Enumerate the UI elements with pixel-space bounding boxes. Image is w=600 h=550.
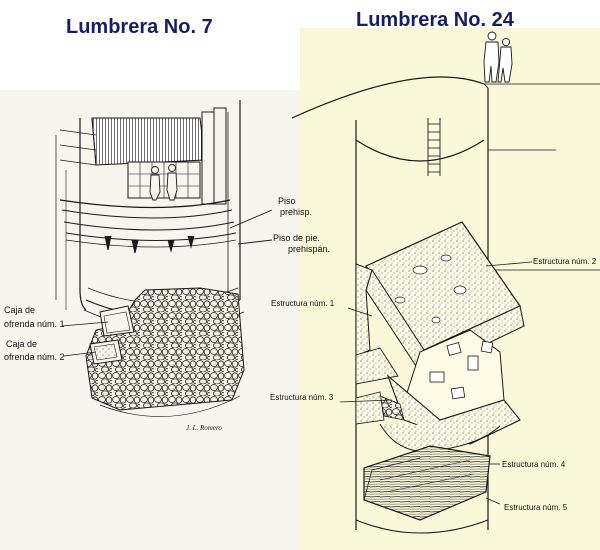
lumbrera-7-title: Lumbrera No. 7 [66, 16, 213, 38]
lumbrera-24-title: Lumbrera No. 24 [356, 9, 514, 31]
piso-2-label-line1: Piso de pie. [273, 233, 320, 243]
workers-figures [149, 164, 178, 201]
estructura-4-label: Estructura núm. 4 [502, 460, 566, 469]
people-figures [483, 31, 513, 83]
caja-1-label-line2: ofrenda núm. 1 [4, 319, 65, 329]
caja-2-label-line2: ofrenda núm. 2 [4, 352, 65, 362]
estructura-2-label: Estructura núm. 2 [533, 257, 597, 266]
estructura-5-label: Estructura núm. 5 [504, 503, 568, 512]
lumbrera-7-drawing [55, 100, 273, 417]
piso-2-label-line2: prehispán. [288, 244, 330, 254]
caja-1-label-line1: Caja de [4, 305, 35, 315]
estructura-1-label: Estructura núm. 1 [271, 299, 335, 308]
artist-signature: J. L. Romero [186, 424, 222, 432]
piso-1-label-line1: Piso [278, 196, 296, 206]
lumbrera-24-drawing [291, 31, 600, 534]
caja-2-label-line1: Caja de [6, 339, 37, 349]
estructura-3-label: Estructura núm. 3 [270, 393, 334, 402]
piso-1-label-line2: prehisp. [280, 207, 312, 217]
